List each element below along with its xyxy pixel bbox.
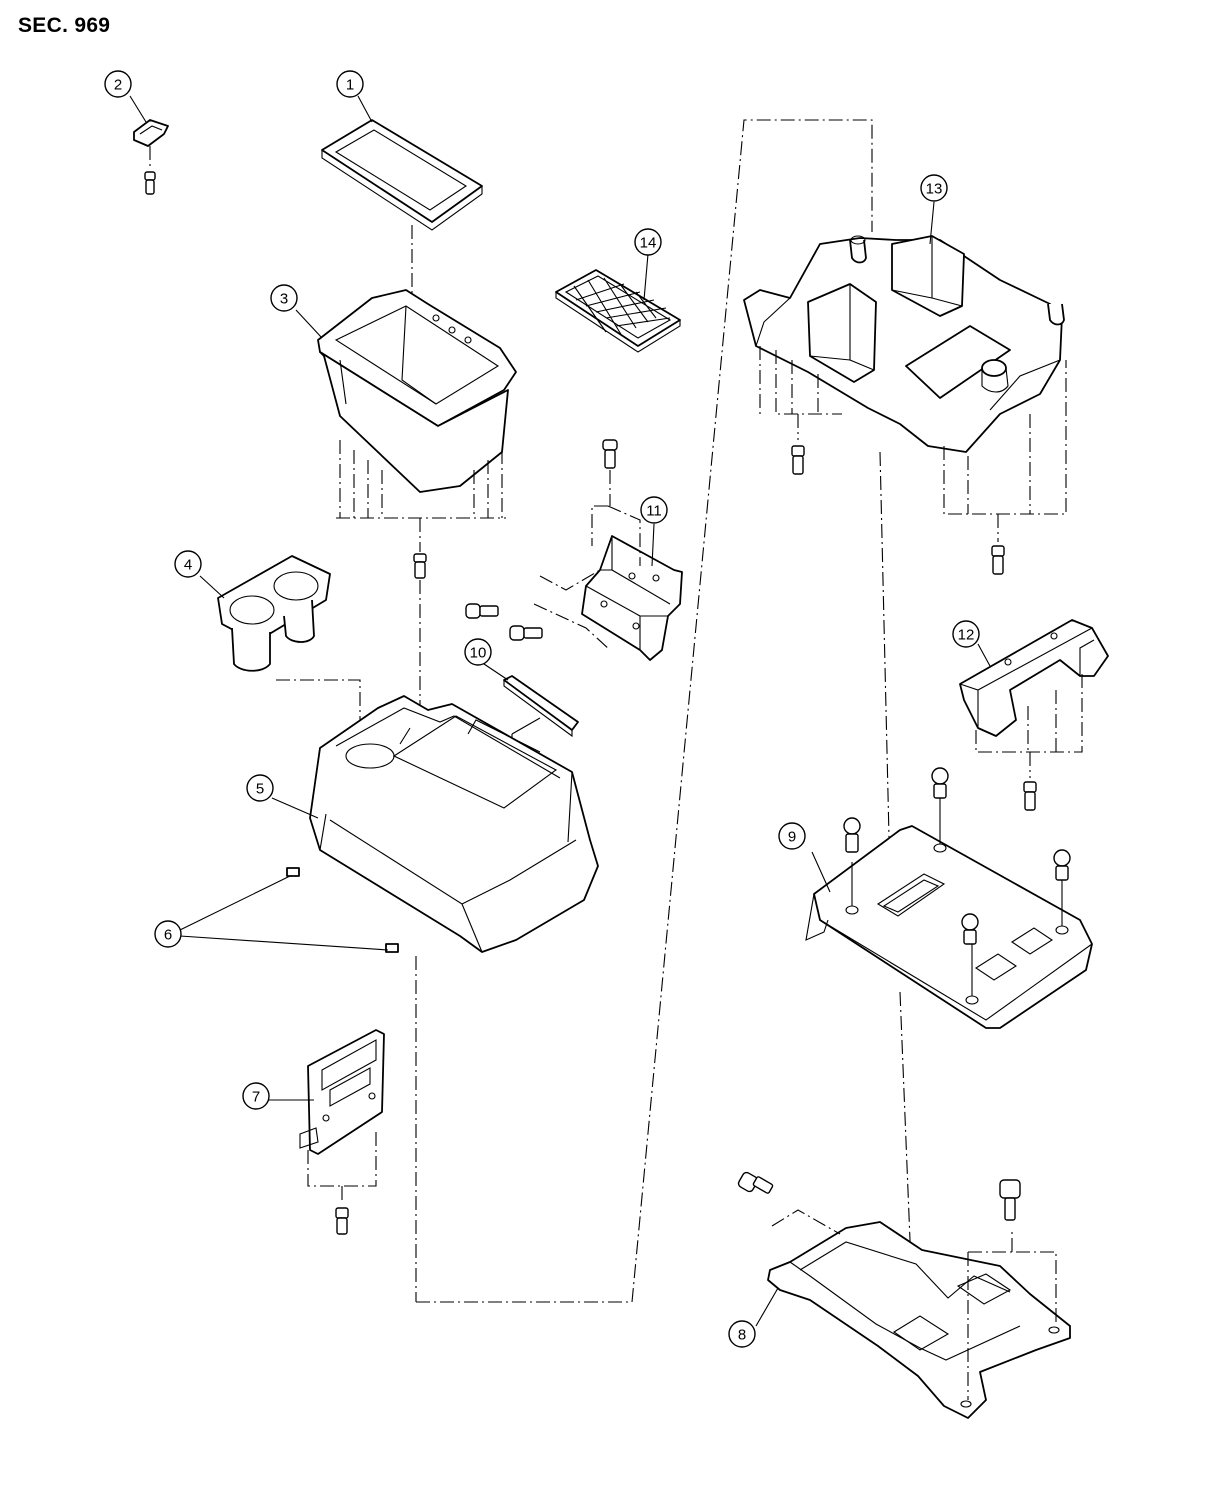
part-14-mat — [555, 269, 681, 353]
screw-2 — [144, 171, 156, 195]
screw-11-left-a — [465, 603, 499, 619]
callout-1: 1 — [336, 70, 364, 98]
callout-label: 14 — [640, 235, 657, 252]
callout-label: 6 — [164, 927, 172, 944]
bolt-8-left — [737, 1171, 774, 1194]
callout-14: 14 — [634, 228, 662, 256]
part-5-console-body — [309, 695, 599, 1302]
screw-13-right — [991, 545, 1005, 575]
callout-label: 10 — [470, 645, 487, 662]
callout-6: 6 — [154, 920, 182, 948]
section-title: SEC. 969 — [18, 14, 111, 37]
callout-label: 5 — [256, 781, 264, 798]
callout-13: 13 — [920, 174, 948, 202]
screw-7 — [335, 1207, 349, 1235]
part-11-bracket — [533, 470, 683, 661]
callout-10: 10 — [464, 638, 492, 666]
callout-label: 11 — [646, 503, 662, 520]
callout-2: 2 — [104, 70, 132, 98]
screws-9 — [843, 767, 1071, 945]
callout-7: 7 — [242, 1082, 270, 1110]
callout-3: 3 — [270, 284, 298, 312]
callout-8: 8 — [728, 1320, 756, 1348]
callout-label: 9 — [788, 829, 796, 846]
part-2-clip — [133, 119, 169, 170]
screw-3 — [413, 553, 427, 579]
part-3-storage-bin — [317, 289, 517, 552]
callout-label: 4 — [184, 557, 192, 574]
bolt-8-right — [999, 1179, 1021, 1221]
callout-label: 1 — [346, 77, 354, 94]
part-7-panel — [299, 1029, 385, 1204]
leader-lines — [129, 95, 991, 1101]
callout-label: 12 — [958, 627, 975, 644]
screw-11-top — [602, 439, 618, 469]
callout-12: 12 — [952, 620, 980, 648]
part-12-bracket — [959, 619, 1109, 778]
screw-11-left-b — [509, 625, 543, 641]
callout-5: 5 — [246, 774, 274, 802]
screw-12 — [1023, 781, 1037, 811]
callout-label: 2 — [114, 77, 122, 94]
callout-11: 11 — [640, 496, 668, 524]
screw-13-left — [791, 445, 805, 475]
part-4-cup-holder — [217, 555, 375, 755]
callout-label: 3 — [280, 291, 288, 308]
callout-label: 8 — [738, 1327, 746, 1344]
part-6-clips — [179, 867, 399, 953]
callout-label: 7 — [252, 1089, 260, 1106]
part-9-top-plate — [805, 798, 1093, 1291]
part-1-lid-frame — [321, 119, 483, 380]
callout-4: 4 — [174, 550, 202, 578]
part-13-base-frame — [743, 235, 1067, 881]
callout-9: 9 — [778, 822, 806, 850]
callout-label: 13 — [926, 181, 943, 198]
part-8-floor-bracket — [755, 1209, 1071, 1419]
